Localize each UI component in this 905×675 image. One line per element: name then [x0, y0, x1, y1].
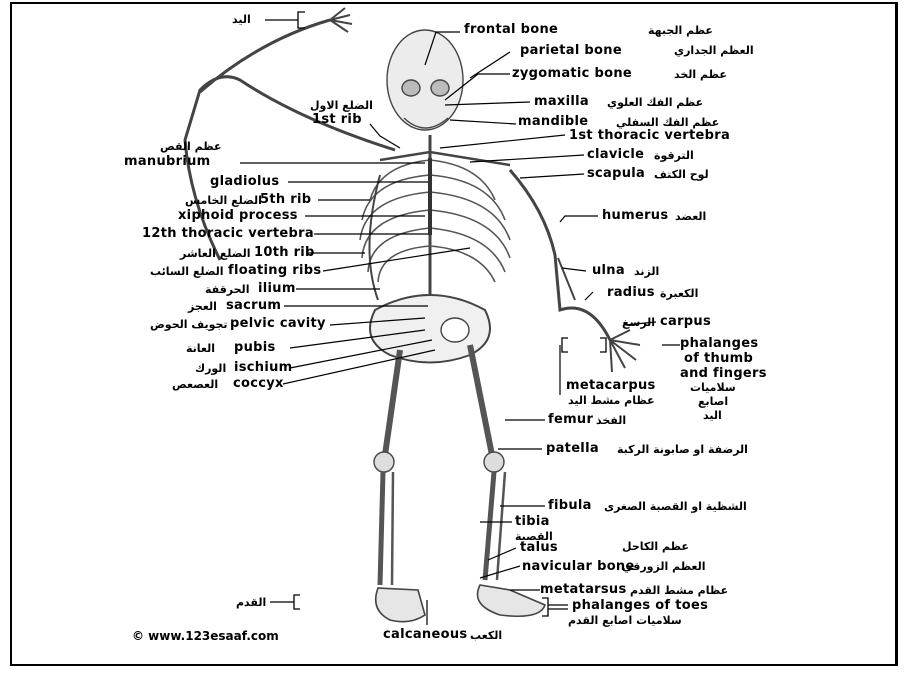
label-ilium-ar: الحرقفة — [205, 283, 249, 297]
label-navicular: navicular bone — [522, 560, 635, 574]
label-sternum-ar: عظم القص — [160, 140, 222, 154]
label-floating-ribs: floating ribs — [228, 264, 321, 278]
label-zygomatic-bone: zygomatic bone — [512, 67, 632, 81]
label-humerus-ar: العضد — [675, 210, 706, 224]
label-xiphoid: xiphoid process — [178, 209, 298, 223]
label-coccyx-ar: العصعص — [172, 378, 218, 392]
label-tenth-rib-ar: الضلع العاشر — [180, 247, 250, 261]
label-phalanges-hand-ar-1: سلاميات — [690, 381, 736, 395]
label-navicular-ar: العظم الزورقي — [622, 560, 706, 574]
label-parietal-bone-ar: العظم الجداري — [674, 44, 754, 58]
label-maxilla: maxilla — [534, 95, 589, 109]
label-frontal-bone: frontal bone — [464, 23, 558, 37]
label-fifth-rib: 5th rib — [260, 193, 311, 207]
label-femur-ar: الفخذ — [596, 414, 626, 428]
label-metacarpus-ar: عظام مشط اليد — [568, 394, 655, 408]
label-hand-ar: اليد — [232, 13, 251, 27]
label-ulna: ulna — [592, 264, 625, 278]
label-pelvic-cavity-ar: تجويف الحوض — [150, 318, 228, 332]
label-coccyx: coccyx — [233, 377, 284, 391]
label-pubis: pubis — [234, 341, 276, 355]
label-phalanges-toes-ar: سلاميات اصابع القدم — [568, 614, 682, 628]
label-radius-ar: الكعبرة — [660, 287, 698, 301]
label-manubrium: manubrium — [124, 155, 211, 169]
label-ilium: ilium — [258, 282, 296, 296]
label-ischium: ischium — [234, 361, 293, 375]
label-mandible: mandible — [518, 115, 588, 129]
label-first-rib-ar: الضلع الاول — [310, 99, 373, 113]
label-radius: radius — [607, 286, 655, 300]
label-carpus-ar: الرسغ — [622, 316, 655, 330]
label-twelfth-thoracic: 12th thoracic vertebra — [142, 227, 314, 241]
watermark-url: © www.123esaaf.com — [132, 629, 279, 643]
label-ischium-ar: الورك — [195, 362, 226, 376]
label-fifth-rib-ar: الضلع الخامس — [185, 194, 262, 208]
label-clavicle-ar: الترقوة — [654, 149, 694, 163]
label-metatarsus-ar: عظام مشط القدم — [630, 584, 728, 598]
label-carpus: carpus — [660, 315, 711, 329]
label-floating-ribs-ar: الضلع السائب — [150, 265, 224, 279]
label-tenth-rib: 10th rib — [254, 246, 315, 260]
label-calcaneous: calcaneous — [383, 628, 467, 642]
label-fibula-ar: الشظية او القصبة الصغرى — [604, 500, 747, 514]
label-patella-ar: الرضفة او صابونة الركبة — [617, 443, 748, 457]
label-sacrum: sacrum — [226, 299, 281, 313]
label-ulna-ar: الزند — [634, 265, 659, 279]
label-gladiolus: gladiolus — [210, 175, 279, 189]
label-phalanges-hand-ar-2: اصابع — [698, 395, 728, 409]
label-clavicle: clavicle — [587, 148, 644, 162]
label-tibia: tibia — [515, 515, 550, 529]
label-calcaneous-ar: الكعب — [470, 629, 502, 643]
label-foot-ar: القدم — [236, 596, 266, 610]
label-first-rib: 1st rib — [312, 113, 362, 127]
label-sacrum-ar: العجز — [188, 300, 217, 314]
label-talus-ar: عظم الكاحل — [622, 540, 689, 554]
label-phalanges-hand-1: phalanges — [680, 337, 758, 351]
label-humerus: humerus — [602, 209, 668, 223]
label-fibula: fibula — [548, 499, 592, 513]
label-metacarpus: metacarpus — [566, 379, 656, 393]
label-first-thoracic: 1st thoracic vertebra — [569, 129, 730, 143]
label-parietal-bone: parietal bone — [520, 44, 622, 58]
label-phalanges-hand-2: of thumb — [684, 352, 753, 366]
label-maxilla-ar: عظم الفك العلوي — [607, 96, 703, 110]
label-scapula: scapula — [587, 167, 645, 181]
label-scapula-ar: لوح الكتف — [654, 168, 709, 182]
label-talus: talus — [520, 541, 558, 555]
label-phalanges-toes: phalanges of toes — [572, 599, 708, 613]
label-frontal-bone-ar: عظم الجبهة — [648, 24, 713, 38]
label-femur: femur — [548, 413, 593, 427]
label-phalanges-hand-ar-3: اليد — [703, 409, 722, 423]
label-phalanges-hand-3: and fingers — [680, 367, 767, 381]
label-zygomatic-bone-ar: عظم الخد — [674, 68, 727, 82]
label-pelvic-cavity: pelvic cavity — [230, 317, 326, 331]
label-pubis-ar: العانة — [186, 342, 215, 356]
label-metatarsus: metatarsus — [540, 583, 626, 597]
label-patella: patella — [546, 442, 599, 456]
